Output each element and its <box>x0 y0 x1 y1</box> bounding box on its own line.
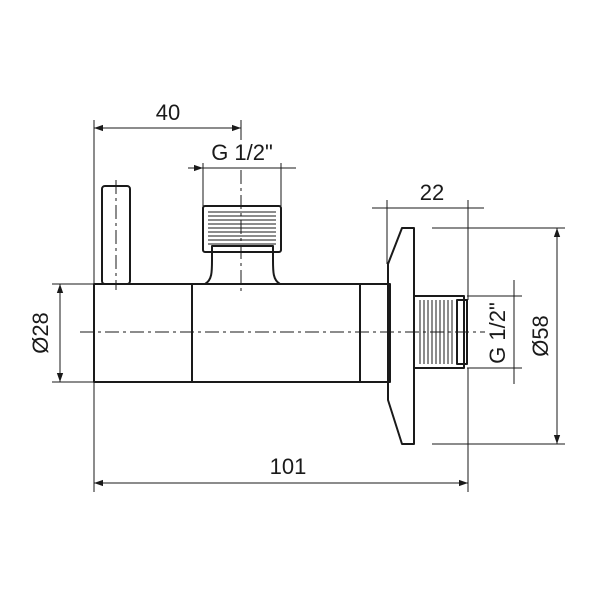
dim-inlet-thread: G 1/2" <box>188 140 296 206</box>
dim-overall-length: 101 <box>93 368 469 492</box>
dim-label-28: Ø28 <box>28 312 53 354</box>
dim-body-diameter: Ø28 <box>28 283 94 383</box>
dim-flange-diameter: Ø58 <box>432 227 565 445</box>
dim-flange-width: 22 <box>372 180 484 300</box>
dim-label-inlet-thread: G 1/2" <box>211 140 273 165</box>
dim-outlet-thread: G 1/2" <box>467 280 522 384</box>
dim-label-22: 22 <box>420 180 444 205</box>
dim-label-101: 101 <box>270 454 307 479</box>
dim-label-outlet-thread: G 1/2" <box>485 302 510 364</box>
dim-label-40: 40 <box>156 100 180 125</box>
top-thread-hatch <box>208 211 276 245</box>
dim-handle-offset: 40 <box>93 100 242 284</box>
dim-label-58: Ø58 <box>528 315 553 357</box>
outlet-thread-hatch <box>419 300 453 364</box>
valve-body <box>93 185 468 445</box>
